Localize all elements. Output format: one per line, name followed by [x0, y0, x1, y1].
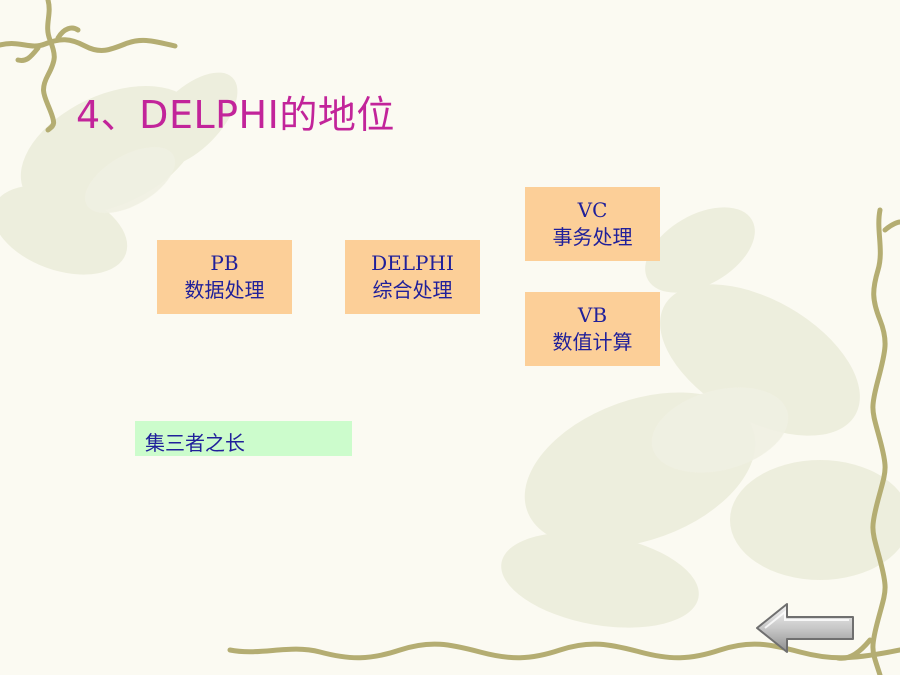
vc-box: VC 事务处理: [525, 187, 660, 261]
pb-box-name: PB: [210, 251, 239, 275]
vb-box: VB 数值计算: [525, 292, 660, 366]
delphi-box: DELPHI 综合处理: [345, 240, 480, 314]
back-arrow-icon[interactable]: [753, 600, 859, 656]
vb-box-role: 数值计算: [552, 330, 633, 354]
lotus-watermark: [0, 72, 900, 628]
delphi-box-name: DELPHI: [371, 251, 454, 275]
slide-title: 4、DELPHI的地位: [76, 93, 395, 137]
vine-border-top-left: [0, 0, 178, 133]
vb-box-name: VB: [577, 303, 608, 327]
summary-note: 集三者之长: [135, 421, 352, 456]
pb-box-role: 数据处理: [184, 278, 265, 302]
vc-box-role: 事务处理: [552, 225, 633, 249]
vc-box-name: VC: [577, 198, 608, 222]
pb-box: PB 数据处理: [157, 240, 292, 314]
delphi-box-role: 综合处理: [372, 278, 453, 302]
